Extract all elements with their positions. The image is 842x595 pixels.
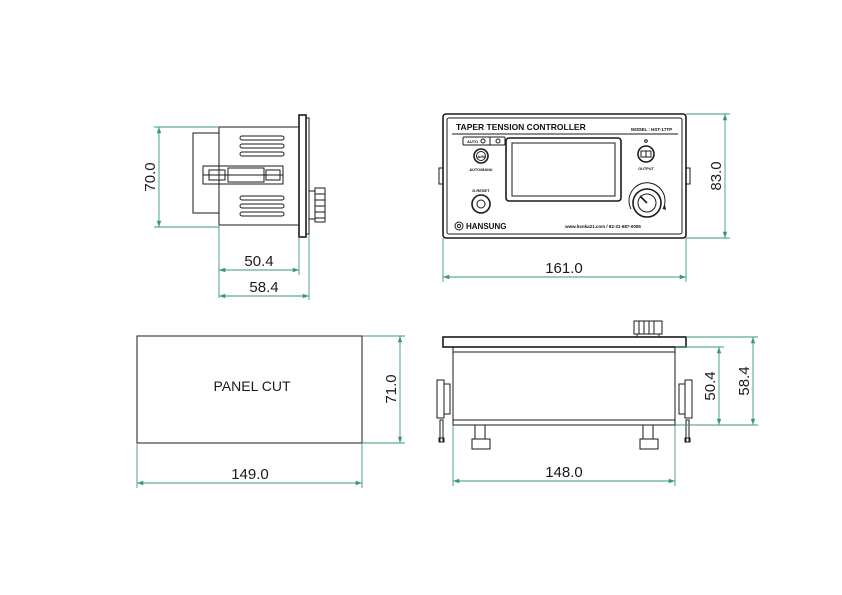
tension-knob[interactable]	[628, 182, 666, 218]
bottom-dim-width: 148.0	[452, 425, 676, 486]
front-dim-width: 161.0	[442, 238, 687, 282]
website-label: www.hsnka21.com / 82-31-687-0055	[564, 224, 641, 229]
auto-manual-button-label: A/M	[477, 154, 485, 159]
side-dim-height: 70.0	[142, 126, 219, 228]
side-rear-block	[192, 132, 220, 214]
panel-cut-label: PANEL CUT	[213, 378, 290, 394]
bottom-knob	[633, 320, 663, 338]
front-dim-height: 83.0	[686, 113, 730, 239]
auto-led-icon	[480, 138, 486, 144]
side-height-label: 70.0	[142, 162, 159, 191]
bottom-foot-left	[471, 424, 491, 450]
panel-cut-width-label: 149.0	[231, 466, 269, 483]
dreset-label: D.RESET	[472, 188, 490, 193]
bottom-height-outer-label: 58.4	[736, 366, 753, 395]
side-vents-top	[239, 135, 285, 157]
auto-indicator-box	[462, 136, 506, 146]
side-knob	[308, 187, 326, 223]
front-view: TAPER TENSION CONTROLLER MODEL : HST-17T…	[438, 113, 730, 282]
bottom-width-label: 148.0	[545, 464, 583, 481]
output-led-icon	[644, 139, 648, 143]
side-bezel	[298, 114, 307, 238]
lcd-display	[505, 137, 622, 202]
side-bezel-lip	[305, 117, 310, 235]
bottom-foot-right	[639, 424, 659, 450]
brand-name: HANSUNG	[466, 222, 506, 231]
bottom-dim-height-inner: 50.4	[675, 346, 724, 426]
bottom-view: 148.0 50.4 58.4	[436, 320, 758, 486]
manual-led-icon	[495, 138, 501, 144]
bottom-bezel	[442, 336, 687, 348]
panel-cut-height-label: 71.0	[383, 374, 400, 403]
auto-manual-label: AUTO/MANU	[469, 168, 492, 172]
panel-cut-dim-height: 71.0	[362, 335, 405, 444]
side-view: 70.0 50.4 58.4	[142, 114, 326, 300]
bottom-dim-height-outer: 58.4	[686, 336, 758, 426]
panel-cut-rect	[136, 335, 363, 444]
panel-cut-view: PANEL CUT 149.0 71.0	[136, 335, 405, 488]
side-dim-depth-inner: 50.4	[218, 225, 300, 298]
front-height-label: 83.0	[708, 161, 725, 190]
bottom-body	[452, 346, 676, 426]
side-depth-outer-label: 58.4	[249, 279, 278, 296]
side-depth-inner-label: 50.4	[244, 253, 273, 270]
output-label: OUTPUT	[638, 167, 654, 171]
auto-label: AUTO	[467, 139, 478, 144]
side-mount-clip	[202, 165, 284, 185]
dreset-button[interactable]	[471, 194, 491, 214]
front-width-label: 161.0	[545, 260, 583, 277]
side-vents-bottom	[239, 195, 285, 217]
brand-logo	[454, 221, 464, 231]
side-body	[218, 126, 300, 226]
bottom-clip-left	[436, 379, 451, 443]
front-title: TAPER TENSION CONTROLLER	[456, 122, 586, 132]
front-model: MODEL : HST-17TP	[631, 127, 672, 132]
auto-manual-button[interactable]: A/M	[473, 148, 489, 164]
side-dim-depth-outer: 58.4	[219, 234, 310, 300]
bottom-clip-right	[678, 379, 693, 443]
output-switch[interactable]	[637, 145, 655, 163]
front-panel-inner	[446, 117, 683, 235]
bottom-height-inner-label: 50.4	[702, 371, 719, 400]
panel-cut-dim-width: 149.0	[136, 443, 363, 488]
front-panel-outer	[442, 113, 687, 239]
